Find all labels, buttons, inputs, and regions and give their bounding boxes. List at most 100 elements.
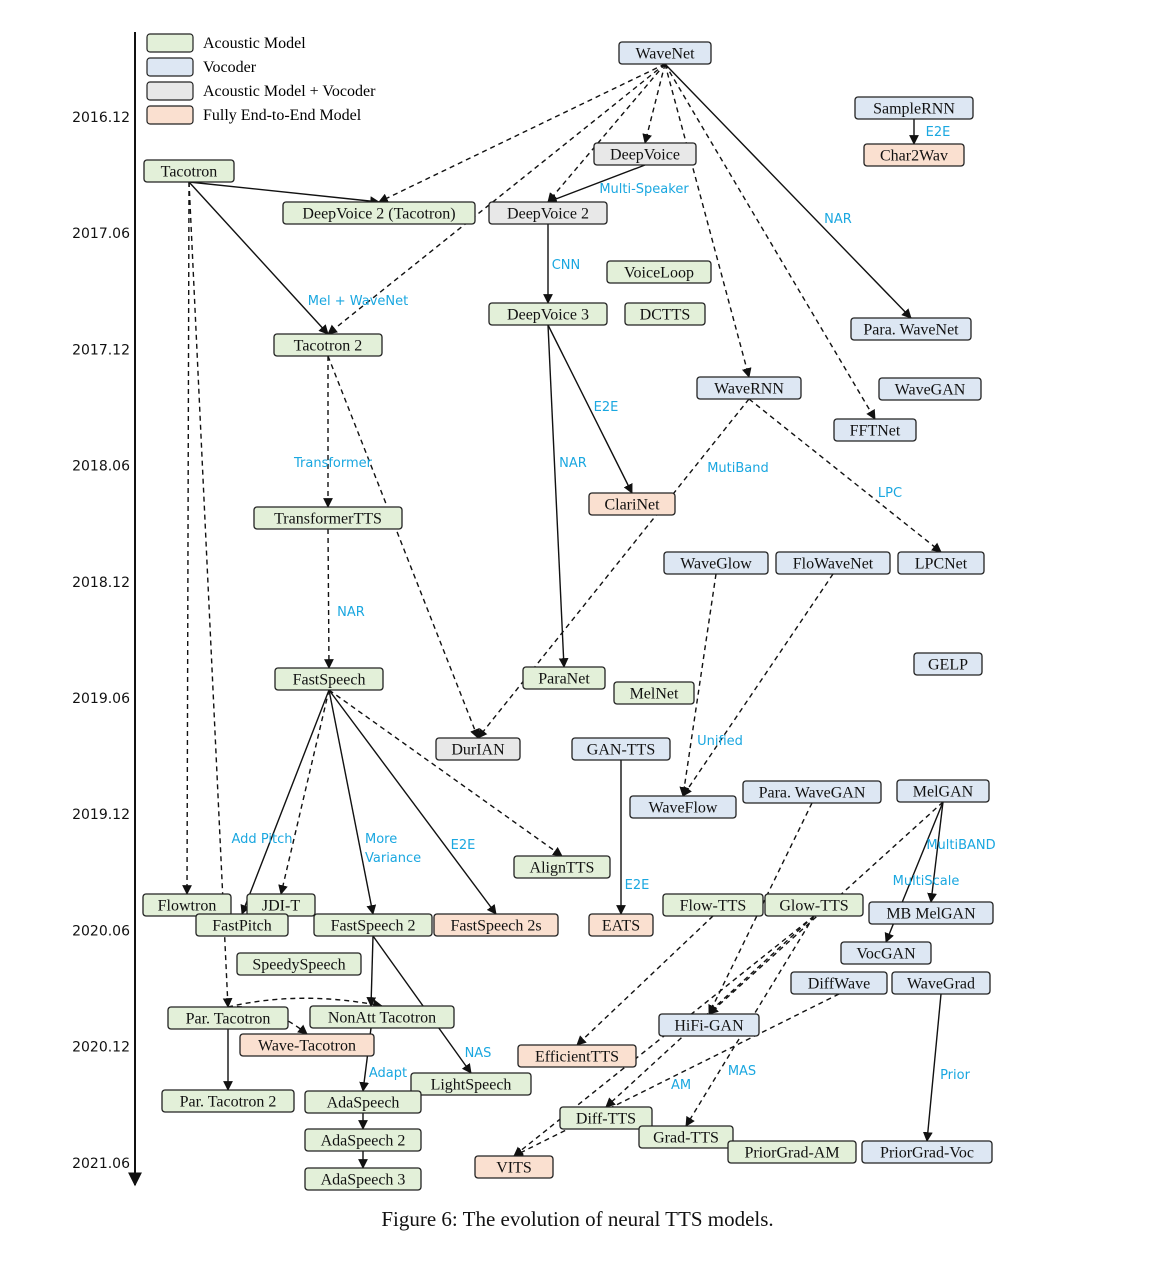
node-box xyxy=(593,142,697,166)
legend-item-acoustic-model: Acoustic Model xyxy=(146,33,306,53)
node-label: FastSpeech 2 xyxy=(331,918,416,935)
edge-label-e2e: E2E xyxy=(451,838,476,853)
node-box xyxy=(571,737,671,761)
legend-item-vocoder: Vocoder xyxy=(146,57,257,77)
edge-fastspeech-to-fastspeech2 xyxy=(328,689,377,915)
edge-melgan-to-mbmelgan xyxy=(927,801,944,903)
node-label: WaveRNN xyxy=(714,381,784,398)
node-waveglow: WaveGlow xyxy=(663,551,769,575)
node-paranet: ParaNet xyxy=(522,666,606,690)
edge-label-adapt: Adapt xyxy=(369,1066,407,1081)
node-label: VITS xyxy=(496,1160,532,1177)
node-box xyxy=(522,666,606,690)
timeline-tick-label: 2016.12 xyxy=(72,110,130,126)
node-label: DeepVoice 3 xyxy=(507,307,589,324)
node-box xyxy=(663,551,769,575)
node-box xyxy=(517,1044,637,1068)
edge-tacotron-to-tacotron2 xyxy=(188,181,329,335)
node-label: Char2Wav xyxy=(880,148,948,165)
timeline-tick-2019-12: 2019.12 xyxy=(72,807,130,823)
node-box xyxy=(790,971,888,995)
edge-wavenet-to-fftnet xyxy=(664,63,876,420)
node-box xyxy=(861,1140,993,1164)
timeline-tick-2018-12: 2018.12 xyxy=(72,575,130,591)
node-aligntts: AlignTTS xyxy=(513,855,611,879)
timeline-tick-label: 2020.12 xyxy=(72,1040,130,1056)
edge-label-e2e: E2E xyxy=(594,400,619,415)
edge-label-multiband: MultiBAND xyxy=(926,838,995,853)
node-box xyxy=(143,159,235,183)
node-box xyxy=(662,893,764,917)
node-box xyxy=(913,652,983,676)
node-box xyxy=(435,737,521,761)
node-box xyxy=(742,780,882,804)
edge-tacotron-to-partacotron xyxy=(188,181,233,1008)
node-label: ClariNet xyxy=(604,497,660,514)
edge-label-multiscale: MultiScale xyxy=(893,874,960,889)
node-fastspeech: FastSpeech xyxy=(274,667,384,691)
edge-label-e2e: E2E xyxy=(625,878,650,893)
legend-swatch xyxy=(146,57,194,77)
node-label: TransformerTTS xyxy=(274,511,382,528)
node-label: VoiceLoop xyxy=(624,265,694,282)
node-box xyxy=(273,333,383,357)
node-deepvoice: DeepVoice xyxy=(593,142,697,166)
node-box xyxy=(236,952,362,976)
legend-label: Acoustic Model xyxy=(203,35,306,52)
node-box xyxy=(638,1125,734,1149)
edge-fastspeech-to-fastspeech2s xyxy=(328,689,497,915)
timeline-tick-2021-06: 2021.06 xyxy=(72,1156,130,1172)
node-gradtts: Grad-TTS xyxy=(638,1125,734,1149)
node-wavenet: WaveNet xyxy=(618,41,712,65)
edge-fastspeech2-to-lightspeech xyxy=(372,935,472,1074)
node-speedyspeech: SpeedySpeech xyxy=(236,952,362,976)
node-box xyxy=(696,376,802,400)
node-wavegrad: WaveGrad xyxy=(891,971,991,995)
node-adaspeech2: AdaSpeech 2 xyxy=(304,1128,422,1152)
edge-label-transformer: Transformer xyxy=(293,456,373,471)
node-label: AdaSpeech xyxy=(327,1095,400,1112)
node-box xyxy=(304,1090,422,1114)
edge-glowtts-to-difftts xyxy=(605,915,815,1108)
node-box xyxy=(833,418,917,442)
node-label: SampleRNN xyxy=(873,101,955,118)
node-label: WaveGrad xyxy=(907,976,975,993)
node-label: DeepVoice 2 (Tacotron) xyxy=(302,206,455,223)
node-box xyxy=(282,201,476,225)
edge-fastspeech-to-aligntts xyxy=(328,689,563,857)
edge-partacotron-to-wavetacotron xyxy=(227,1006,308,1035)
node-label: DCTTS xyxy=(640,307,691,324)
timeline-tick-label: 2021.06 xyxy=(72,1156,130,1172)
node-label: NonAtt Tacotron xyxy=(328,1010,436,1027)
node-label: FastSpeech xyxy=(293,672,366,689)
legend-item-acoustic-model-vocoder: Acoustic Model + Vocoder xyxy=(146,81,376,101)
timeline-tick-label: 2019.06 xyxy=(72,691,130,707)
node-dctts: DCTTS xyxy=(624,302,706,326)
edge-tacotron-to-flowtron xyxy=(182,181,192,895)
node-fftnet: FFTNet xyxy=(833,418,917,442)
node-box xyxy=(488,201,608,225)
edge-label-add-pitch: Add Pitch xyxy=(232,832,293,847)
node-box xyxy=(606,260,712,284)
edge-wavernn-to-lpcnet xyxy=(748,398,942,553)
node-adaspeech: AdaSpeech xyxy=(304,1090,422,1114)
edge-label-cnn: CNN xyxy=(552,258,581,273)
node-flowtron: Flowtron xyxy=(142,893,232,917)
node-box xyxy=(161,1089,295,1113)
node-box xyxy=(764,893,864,917)
node-box xyxy=(896,779,990,803)
edge-wavenet-to-deepvoice2 xyxy=(547,63,666,203)
tts-evolution-diagram: 2016.122017.062017.122018.062018.122019.… xyxy=(72,32,996,1191)
node-box xyxy=(878,377,982,401)
node-fastpitch: FastPitch xyxy=(195,913,289,937)
node-label: Flow-TTS xyxy=(680,898,747,915)
legend-label: Acoustic Model + Vocoder xyxy=(203,83,376,100)
node-box xyxy=(313,913,433,937)
edge-transformertts-to-fastspeech xyxy=(324,528,334,669)
edge-deepvoice3-to-clarinet xyxy=(547,324,633,494)
node-box xyxy=(850,317,972,341)
timeline-tick-2016-12: 2016.12 xyxy=(72,110,130,126)
legend-swatch xyxy=(146,33,194,53)
